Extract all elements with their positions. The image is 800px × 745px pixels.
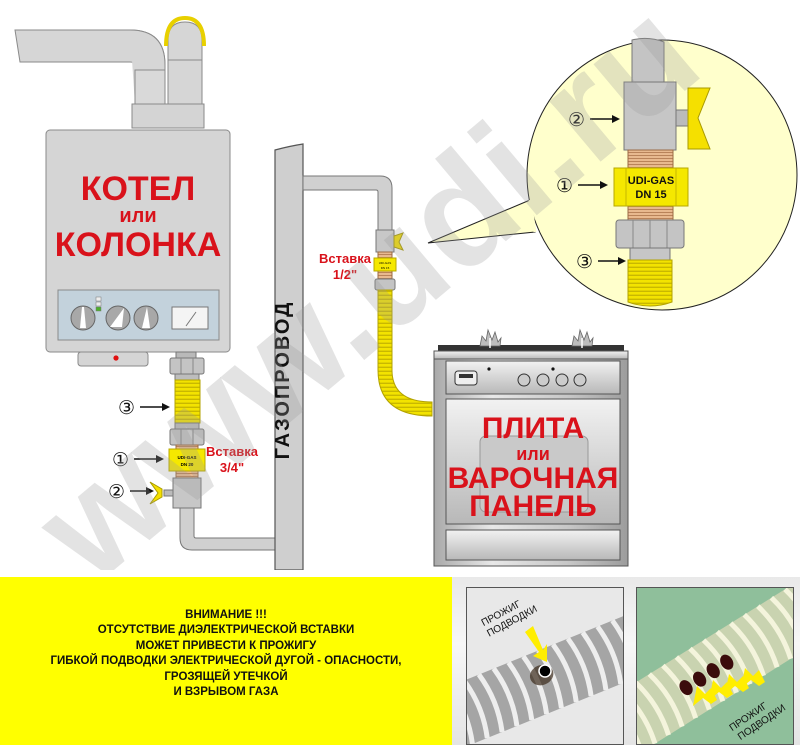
boiler-knob-1 (70, 305, 96, 331)
burn-hole (706, 663, 720, 679)
stove-connection: UDI-GAS DN 15 (302, 175, 433, 417)
stove-title-line3: ВАРОЧНАЯ (448, 462, 619, 495)
boiler-title-line1: КОТЕЛ (81, 170, 196, 208)
ball-valve-stove (375, 229, 404, 253)
arrow-right-icon (162, 403, 170, 411)
insert-label-stove-line2: 1/2" (333, 267, 357, 282)
flexible-hose-large (627, 259, 673, 307)
number-2-label: ② (568, 109, 585, 131)
boiler-callout-3: ③ (118, 397, 170, 419)
arrow-right-icon (156, 455, 164, 463)
burn-hole (693, 671, 707, 687)
boiler-control-panel (57, 289, 220, 341)
boiler-knob-2 (105, 305, 131, 331)
dielectric-insert-stove: UDI-GAS DN 15 (373, 257, 397, 272)
warning-line-3: МОЖЕТ ПРИВЕСТИ К ПРОЖИГУ (135, 639, 317, 652)
burn-hole (538, 664, 552, 678)
arrow-down-icon (525, 626, 547, 662)
insert-marking-large-line1: UDI-GAS (628, 175, 674, 187)
photo-burned-hose-1: ПРОЖИГ ПОДВОДКИ (466, 587, 624, 745)
arrow-right-icon (612, 115, 620, 123)
boiler-display (171, 306, 209, 330)
boiler-callout-2: ② (108, 481, 154, 503)
arrow-up-icon (741, 668, 765, 688)
insert-label-boiler-line1: Вставка (206, 444, 259, 459)
stove: ПЛИТА или ВАРОЧНАЯ ПАНЕЛЬ (433, 328, 629, 567)
burner-flame-2 (571, 328, 594, 348)
dielectric-insert-large: UDI-GAS DN 15 (613, 167, 689, 207)
dielectric-insert-boiler: UDI-GAS DN 20 (168, 448, 206, 472)
photo-burned-hose-2: ПРОЖИГ ПОДВОДКИ (636, 587, 794, 745)
callout-label-3: ③ (576, 251, 626, 273)
gas-pipe-label: ГАЗОПРОВОД (272, 301, 294, 460)
arrow-right-icon (146, 487, 154, 495)
flexible-hose-boiler (174, 379, 201, 424)
callout-label-1: ① (556, 175, 608, 197)
boiler-title-line3: КОЛОНКА (55, 226, 222, 264)
warning-banner: ВНИМАНИЕ !!! ОТСУТСТВИЕ ДИЭЛЕКТРИЧЕСКОЙ … (0, 577, 452, 745)
boiler: КОТЕЛ или КОЛОНКА (45, 129, 231, 367)
gas-connection-diagram: КОТЕЛ или КОЛОНКА (4, 0, 798, 570)
warning-line-5: ГРОЗЯЩЕЙ УТЕЧКОЙ (164, 670, 288, 683)
number-2-label: ② (108, 481, 125, 503)
insert-marking-stove-line2: DN 15 (381, 266, 390, 270)
stove-title-line1: ПЛИТА (482, 412, 584, 445)
warning-line-6: И ВЗРЫВОМ ГАЗА (173, 686, 279, 698)
insert-marking-large-line2: DN 15 (635, 189, 666, 201)
arrow-right-icon (618, 257, 626, 265)
number-1-label: ① (112, 449, 129, 471)
burner-flame-1 (479, 328, 502, 348)
burn-through-photos: ПРОЖИГ ПОДВОДКИ (452, 577, 800, 745)
burn-hole (679, 680, 693, 696)
number-3-label: ③ (576, 251, 593, 273)
warning-line-1: ВНИМАНИЕ !!! (185, 608, 267, 621)
boiler-indicator-lights (95, 296, 102, 312)
insert-marking-boiler-line1: UDI-GAS (178, 455, 197, 460)
warning-line-2: ОТСУТСТВИЕ ДИЭЛЕКТРИЧЕСКОЙ ВСТАВКИ (97, 624, 355, 636)
insert-marking-boiler-line2: DN 20 (181, 462, 194, 467)
ball-valve-boiler (149, 477, 202, 509)
arrow-right-icon (600, 181, 608, 189)
warning-line-4: ГИБКОЙ ПОДВОДКИ ЭЛЕКТРИЧЕСКОЙ ДУГОЙ - ОП… (50, 655, 402, 667)
insert-marking-stove-line1: UDI-GAS (379, 261, 392, 265)
boiler-connection: UDI-GAS DN 20 (149, 351, 279, 551)
insert-label-boiler-line2: 3/4" (220, 460, 244, 475)
burn-hole (720, 654, 734, 670)
gas-riser-pipe: ГАЗОПРОВОД (272, 143, 304, 570)
flue-pipes (14, 15, 206, 129)
boiler-indicator-dot (113, 355, 119, 361)
stove-knobs (517, 373, 587, 387)
insert-label-stove-line1: Вставка (319, 251, 372, 266)
stove-title-line4: ПАНЕЛЬ (469, 490, 597, 523)
number-3-label: ③ (118, 397, 135, 419)
callout-label-2: ② (568, 109, 620, 131)
boiler-knob-3 (133, 305, 159, 331)
stove-title-line2: или (516, 444, 550, 464)
stove-timer-display (454, 370, 478, 386)
callout-magnified-view: UDI-GAS DN 15 ② ① ③ (427, 37, 798, 311)
boiler-callout-1: ① (112, 449, 164, 471)
flexible-hose-stove (377, 289, 433, 417)
number-1-label: ① (556, 175, 573, 197)
boiler-title-line2: или (119, 205, 156, 227)
